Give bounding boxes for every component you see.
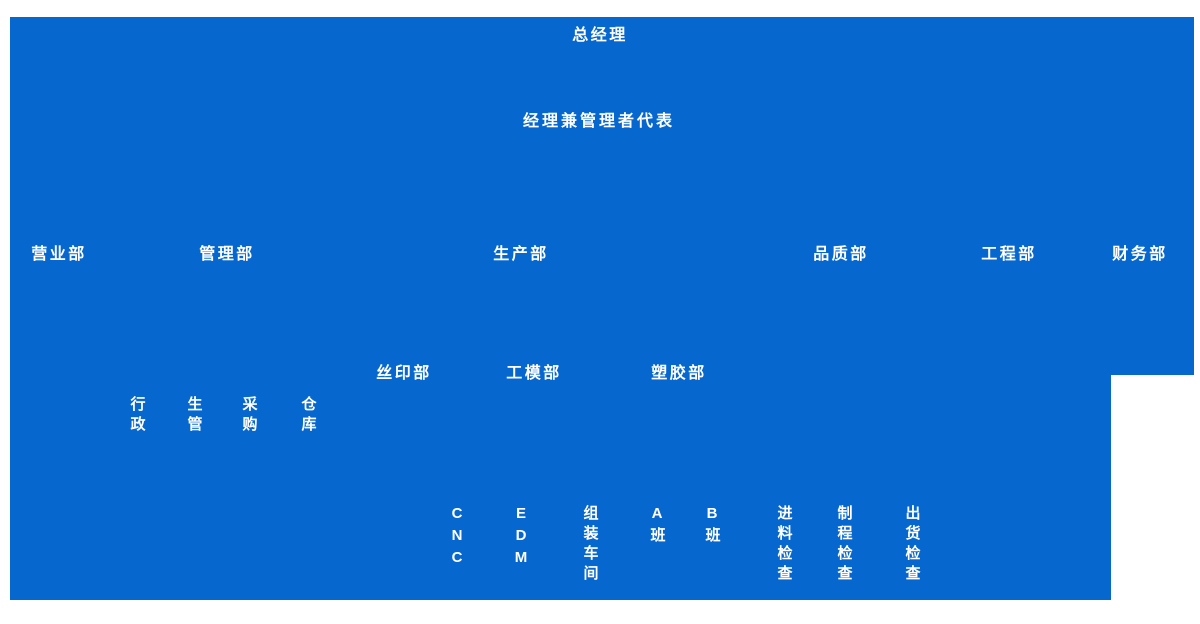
node-general-manager: 总经理 — [572, 27, 628, 44]
node-section-administrative: 行政 — [128, 396, 146, 436]
chart-background-lower — [10, 375, 1111, 600]
node-dept-production: 生产部 — [493, 246, 549, 263]
node-unit-assembly-workshop: 组装车间 — [581, 505, 599, 585]
node-unit-edm: EDM — [512, 505, 530, 571]
node-dept-engineering: 工程部 — [981, 246, 1037, 263]
chart-background-upper — [10, 17, 1194, 375]
node-unit-outgoing-inspection: 出货检查 — [903, 505, 921, 585]
node-dept-sales: 营业部 — [31, 246, 87, 263]
node-unit-shift-a: A班 — [648, 505, 666, 547]
node-section-production-control: 生管 — [185, 396, 203, 436]
node-dept-finance: 财务部 — [1112, 246, 1168, 263]
node-manager-representative: 经理兼管理者代表 — [522, 113, 676, 130]
node-unit-incoming-inspection: 进料检查 — [775, 505, 793, 585]
node-subdept-plastics: 塑胶部 — [651, 365, 707, 382]
node-unit-cnc: CNC — [448, 505, 466, 571]
node-unit-process-inspection: 制程检查 — [835, 505, 853, 585]
node-subdept-silkscreen: 丝印部 — [376, 365, 432, 382]
node-dept-administration: 管理部 — [199, 246, 255, 263]
node-subdept-tooling: 工模部 — [506, 365, 562, 382]
node-section-warehouse: 仓库 — [299, 396, 317, 436]
node-dept-quality: 品质部 — [813, 246, 869, 263]
node-unit-shift-b: B班 — [703, 505, 721, 547]
node-section-purchasing: 采购 — [240, 396, 258, 436]
